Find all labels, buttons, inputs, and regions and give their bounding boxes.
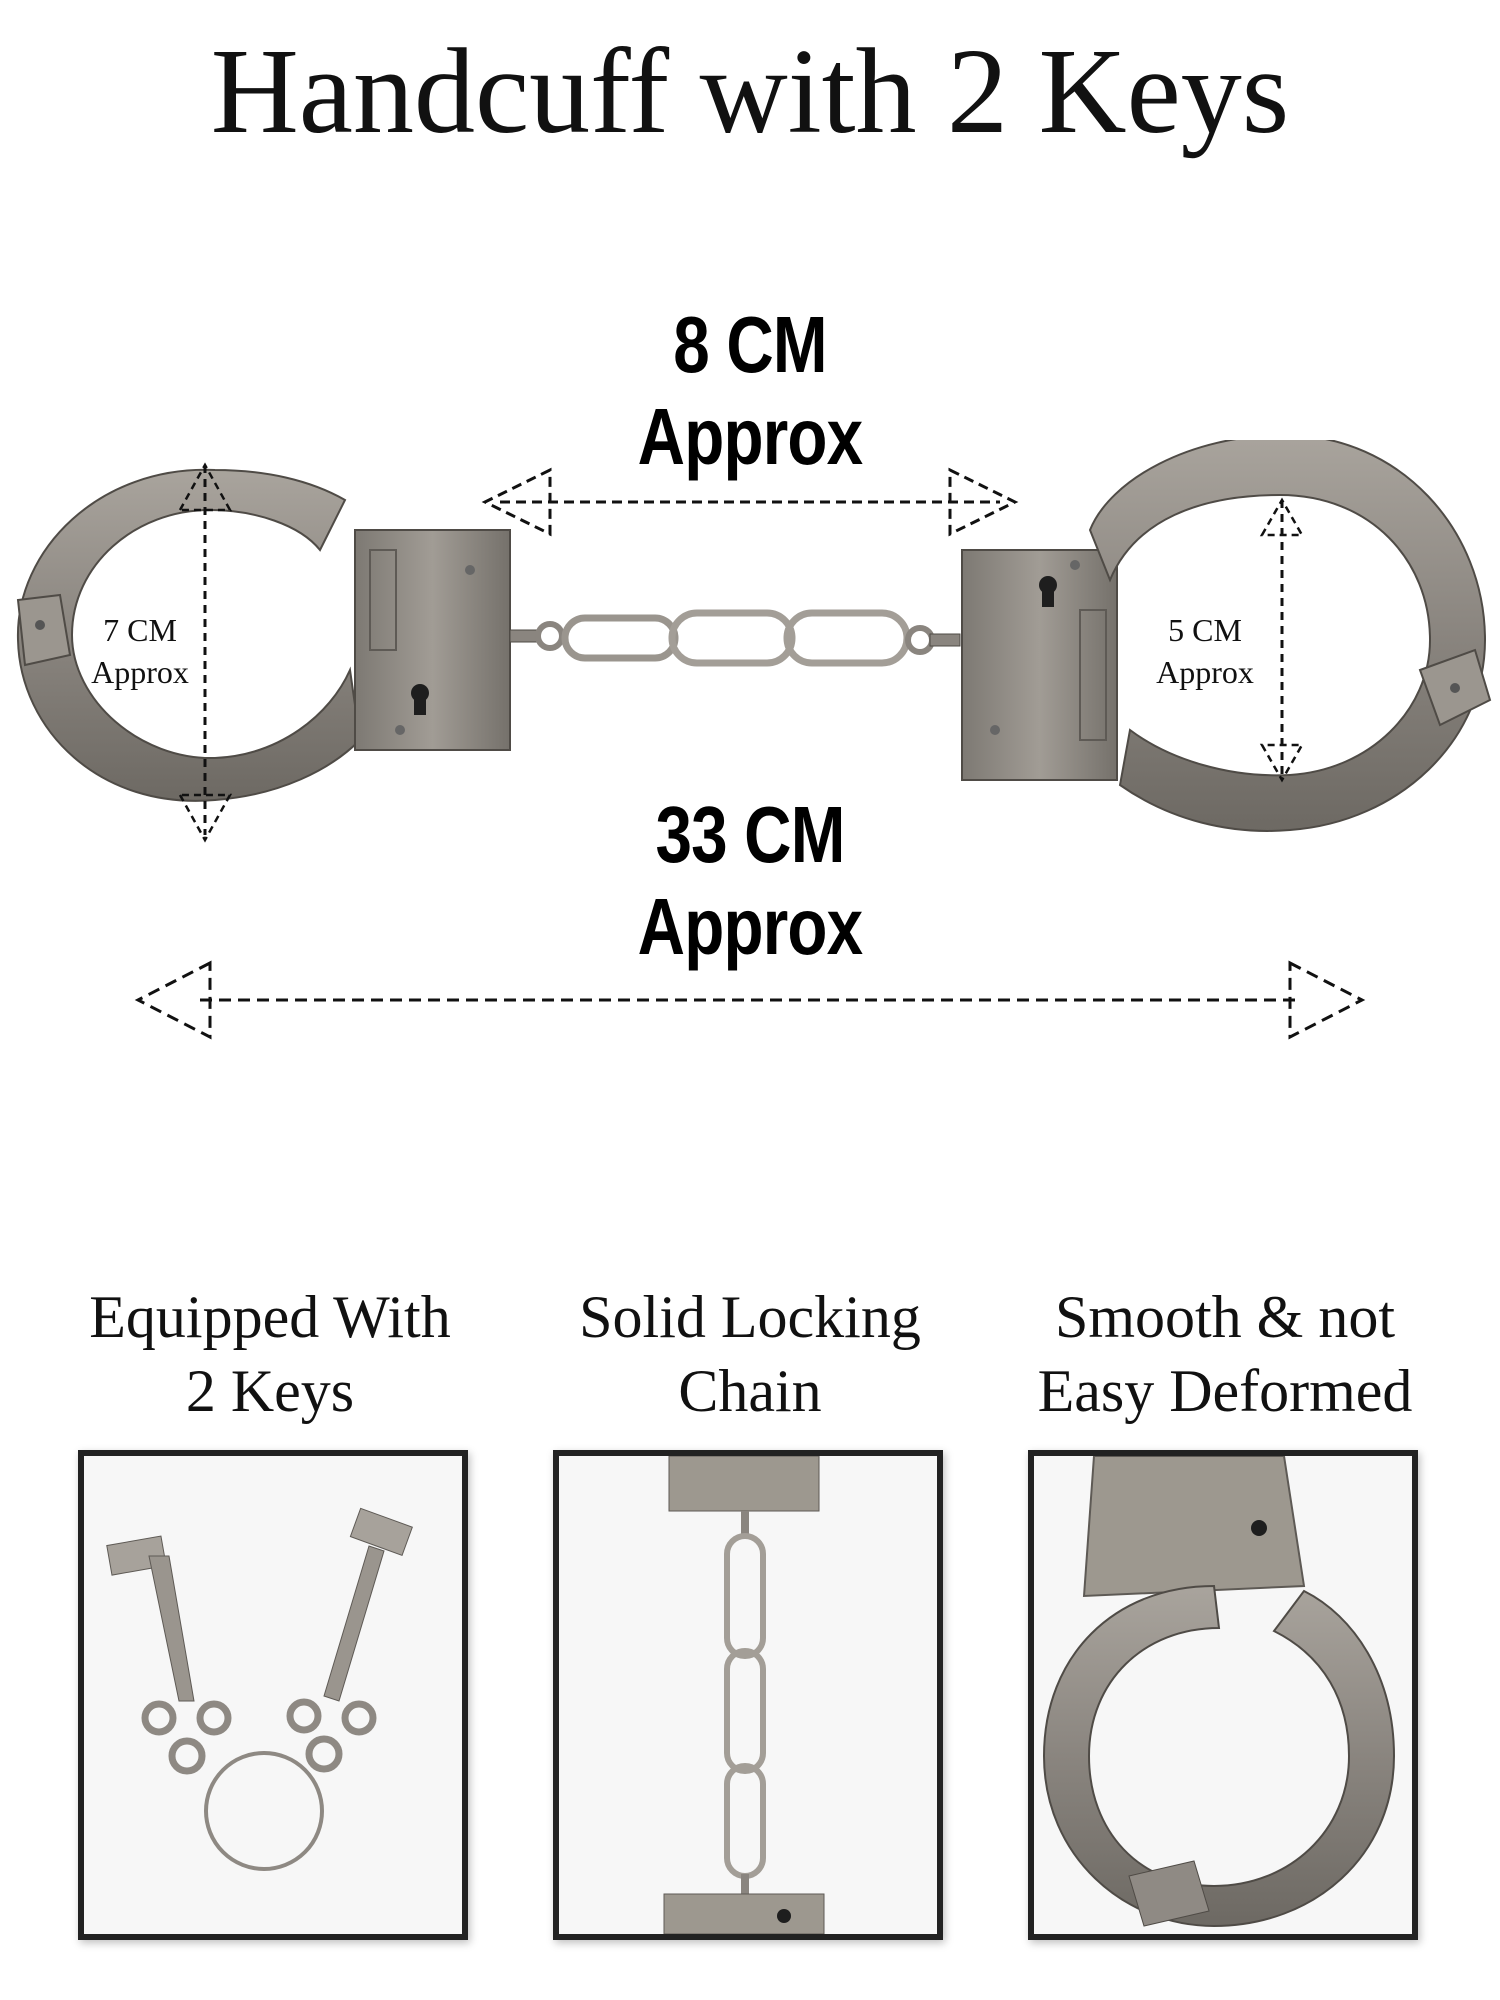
cuff-closeup-photo-frame [1028,1450,1418,1940]
cuff-closeup-icon [1042,1456,1396,1928]
left-cuff-value: 7 CM [103,612,177,648]
feature-smooth-line2: Easy Deformed [1037,1358,1413,1424]
keys-icon [106,1507,413,1871]
chain-icon [663,1456,825,1934]
feature-keys-line1: Equipped With [89,1284,451,1350]
feature-chain-line2: Chain [678,1358,822,1424]
chain-photo-frame [553,1450,943,1940]
handcuff-icon [16,440,1492,843]
total-length-arrow [120,955,1380,1045]
keys-photo-frame [78,1450,468,1940]
handcuff-illustration [0,440,1500,860]
total-length-value: 33 CM [655,790,845,879]
feature-keys-line2: 2 Keys [185,1358,355,1424]
chain-length-note: Approx [637,392,863,481]
feature-chain-line1: Solid Locking [579,1284,921,1350]
double-arrow-icon [134,960,1366,1040]
right-cuff-value: 5 CM [1168,612,1242,648]
page-title: Handcuff with 2 Keys [210,24,1290,159]
feature-smooth-line1: Smooth & not [1054,1284,1396,1350]
chain-length-value: 8 CM [673,300,827,389]
left-cuff-note: Approx [91,654,189,690]
right-cuff-note: Approx [1156,654,1254,690]
total-length-note: Approx [637,882,863,971]
